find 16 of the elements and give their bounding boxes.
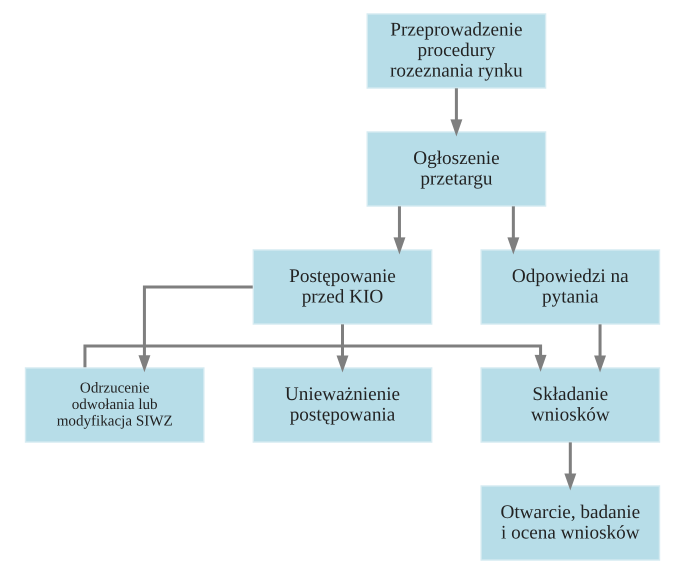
node-box: Postępowanie przed KIO xyxy=(252,249,432,325)
arrow xyxy=(507,206,520,254)
node-box: Unieważnienie postępowania xyxy=(252,367,432,443)
arrow xyxy=(450,88,462,136)
arrow xyxy=(564,442,576,491)
arrow xyxy=(393,206,406,254)
node-box: Przeprowadzenie procedury rozeznania rynku xyxy=(366,13,546,89)
node-box: Otwarcie, badanie i ocena wniosków xyxy=(480,485,660,561)
arrow xyxy=(336,324,348,372)
arrow xyxy=(594,324,606,372)
node-box: Odrzucenie odwołania lub modyfikacja SIWZ xyxy=(24,367,205,443)
node-box: Ogłoszenie przetargu xyxy=(366,131,546,207)
node-box: Składanie wniosków xyxy=(480,367,660,443)
node-box: Odpowiedzi na pytania xyxy=(480,249,660,325)
arrow xyxy=(83,344,547,372)
arrow xyxy=(138,286,253,372)
